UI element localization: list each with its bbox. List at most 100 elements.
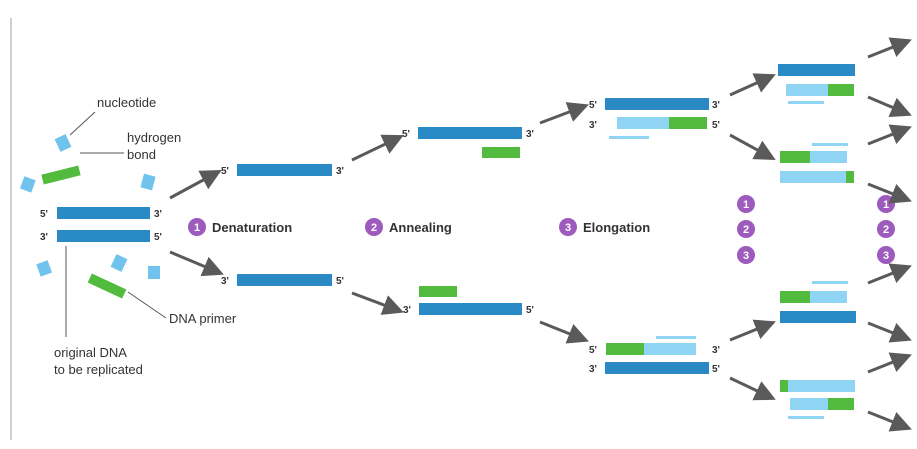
product-d-new-2 [790,398,828,410]
step-number: 2 [371,222,377,234]
end-label: 5' [589,345,597,356]
arrow [539,320,589,344]
elongation-stage: 5' 3' 3' 5' 5' 3' 3' 5' [539,98,720,375]
arrow [867,321,912,343]
product-a-template [778,64,855,76]
arrow [539,102,589,125]
step-elongation: 3 Elongation [559,218,650,236]
original-bottom-strand [57,230,150,242]
denatured-top-strand [237,164,332,176]
elongated-top-primer [669,117,707,129]
arrow [351,291,404,315]
elongated-top-template [605,98,709,110]
primer-2 [87,273,127,299]
original-dna-line2: to be replicated [54,362,143,377]
step-annealing: 2 Annealing [365,218,452,236]
elongated-bottom-template [605,362,709,374]
elongated-bottom-primer [606,343,644,355]
step-badge [737,220,755,238]
step-number: 1 [194,222,200,234]
original-dna-line1: original DNA [54,345,127,360]
denaturation-stage: 5' 3' 3' 5' [169,164,344,287]
step-badge [559,218,577,236]
cycle-badges-column-1: 1 2 3 [737,195,755,264]
product-c-new [810,291,847,303]
nucleotide-5 [110,254,128,272]
arrow [867,410,912,432]
ingredients-group: 5' 3' 3' 5' nucleotide hydrogen bond DNA… [19,95,237,377]
end-label: 5' [40,209,48,220]
hydrogen-bond-line1: hydrogen [127,130,181,145]
end-label: 3' [221,276,229,287]
product-c-primer [780,291,810,303]
end-label: 3' [589,120,597,131]
step-number: 3 [743,250,749,262]
step-badge [737,195,755,213]
step-denaturation: 1 Denaturation [188,218,292,236]
primer-1 [41,165,81,185]
end-label: 3' [526,129,534,140]
nucleotide-1 [54,134,72,152]
annealed-top-primer [482,147,520,158]
end-label: 3' [40,232,48,243]
end-label: 5' [589,100,597,111]
nucleotide-3 [140,173,156,191]
nucleotide-6 [148,266,160,279]
arrow [729,133,776,161]
hydrogen-bond-line2: bond [127,147,156,162]
step-name: Elongation [583,220,650,235]
product-c-template [780,311,856,323]
end-label: 5' [154,232,162,243]
end-label: 3' [712,100,720,111]
step-number: 2 [743,224,749,236]
end-label: 5' [712,364,720,375]
elongated-top-new-strand [617,117,669,129]
product-b-new [810,151,847,163]
arrow [867,95,912,118]
step-number: 3 [565,222,571,234]
end-label: 5' [221,166,229,177]
end-label: 3' [154,209,162,220]
arrow [729,376,776,401]
nucleotide-leader [69,111,96,136]
step-badge [877,246,895,264]
nucleotide-chain [656,336,696,339]
step-number: 3 [883,250,889,262]
hydrogen-bond-label: hydrogen bond [127,130,185,162]
product-b-primer [780,151,810,163]
arrow [867,182,912,204]
end-label: 3' [336,166,344,177]
annealing-stage: 5' 3' 3' 5' [351,127,534,316]
nucleotide-4 [36,260,53,277]
end-label: 3' [403,305,411,316]
arrow [169,250,224,277]
step-badge [188,218,206,236]
original-dna-label: original DNA to be replicated [54,345,143,377]
product-d-new [788,380,855,392]
arrow [729,73,776,97]
annealed-bottom-template [419,303,522,315]
nucleotide-chain [812,143,848,146]
denatured-bottom-strand [237,274,332,286]
nucleotide-chain [609,136,649,139]
step-badge [365,218,383,236]
nucleotide-2 [19,176,36,193]
product-d-primer-end [780,380,788,392]
arrow [867,37,912,59]
annealed-bottom-primer [419,286,457,297]
arrow [867,263,912,285]
step-name: Annealing [389,220,452,235]
product-a-new [786,84,828,96]
end-label: 5' [526,305,534,316]
step-number: 1 [743,199,749,211]
arrow [351,134,404,162]
arrow [867,124,912,146]
arrow [867,352,912,374]
dna-primer-label: DNA primer [169,311,237,326]
product-b-primer-end [846,171,854,183]
step-number: 2 [883,224,889,236]
arrow [169,169,222,200]
second-cycle-products [729,37,912,432]
product-b-template [780,171,850,183]
